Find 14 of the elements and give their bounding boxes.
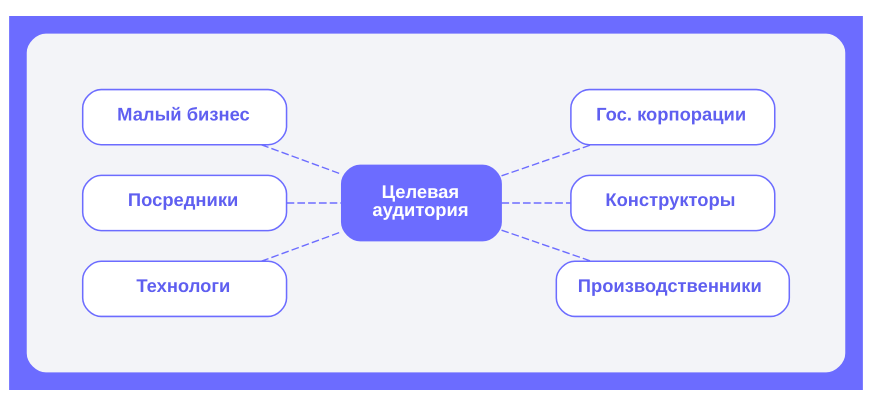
node-box: Малый бизнес <box>82 88 288 146</box>
node-box: Посредники <box>82 174 288 232</box>
connector <box>261 144 342 175</box>
connector <box>261 231 342 262</box>
node-box: Целевая аудитория <box>340 164 502 242</box>
node-box: Гос. корпорации <box>570 88 776 146</box>
node-box: Конструкторы <box>570 174 776 232</box>
node-box: Технологи <box>82 260 288 318</box>
connector <box>286 202 342 204</box>
connector <box>501 230 592 262</box>
connector <box>501 144 592 176</box>
node-box: Производственники <box>556 260 790 318</box>
cluster <box>26 34 846 372</box>
connector <box>502 202 570 204</box>
